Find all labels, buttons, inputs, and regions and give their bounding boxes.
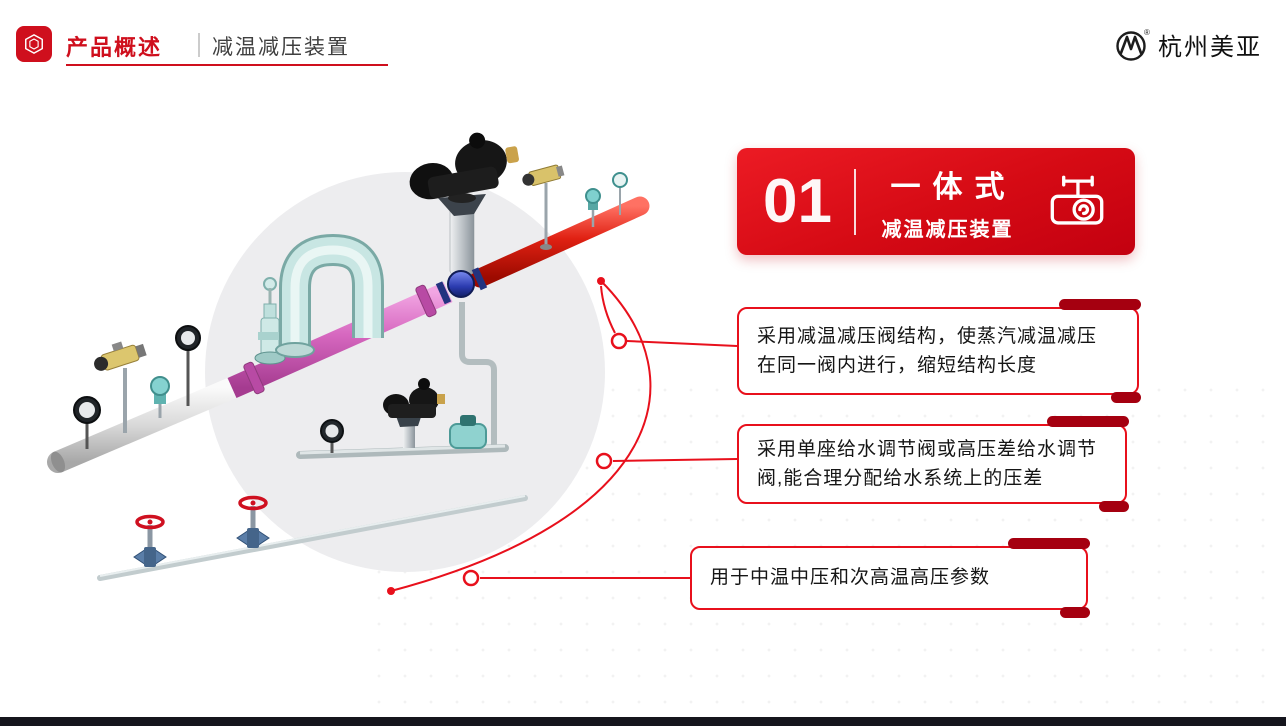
actuator — [409, 132, 519, 200]
callout-structure-text: 采用减温减压阀结构，使蒸汽减温减压 在同一阀内进行，缩短结构长度 — [757, 325, 1098, 376]
safety-valve — [254, 277, 286, 365]
bottom-bar — [0, 717, 1286, 726]
feedwater-gauge — [320, 419, 344, 453]
sensor-valve-teal — [150, 376, 170, 418]
outlet-gauge — [612, 172, 628, 215]
hand-valve-2 — [236, 495, 270, 548]
logo-text: 杭州美亚 — [1158, 33, 1262, 61]
outlet-sensor-teal — [585, 188, 601, 227]
callout-parameters: 用于中温中压和次高温高压参数 — [690, 538, 1090, 618]
banner-subtitle: 减温减压装置 — [881, 218, 1014, 241]
outlet-sensor-yellow — [522, 164, 565, 250]
page-subtitle: 减温减压装置 — [212, 36, 350, 59]
banner-title: 一体式 — [890, 170, 1017, 204]
pressure-gauge-2 — [175, 325, 201, 406]
header-divider — [198, 33, 200, 57]
banner-text: 一体式 减温减压装置 — [856, 162, 1039, 242]
page-title: 产品概述 — [66, 35, 163, 60]
feature-banner: 01 一体式 减温减压装置 — [737, 148, 1135, 255]
company-logo: ® 杭州美亚 — [1112, 24, 1262, 64]
elbow-pipe — [275, 233, 384, 358]
piping-illustration — [47, 132, 650, 581]
pressure-gauge-1 — [73, 396, 101, 449]
m-circle-icon: ® — [1116, 28, 1150, 61]
cube-icon-glyph — [25, 34, 43, 54]
banner-number: 01 — [763, 166, 832, 236]
callout-feedwater-text: 采用单座给水调节阀或高压差给水调节 阀,能合理分配给水系统上的压差 — [757, 438, 1098, 489]
callout-feedwater: 采用单座给水调节阀或高压差给水调节 阀,能合理分配给水系统上的压差 — [737, 416, 1129, 512]
callout-structure: 采用减温减压阀结构，使蒸汽减温减压 在同一阀内进行，缩短结构长度 — [737, 299, 1141, 403]
cube-icon — [16, 26, 52, 62]
logo-reg-mark: ® — [1144, 28, 1150, 37]
sensor-valve-yellow — [94, 341, 147, 433]
valve-icon — [1050, 175, 1104, 225]
callout-parameters-text: 用于中温中压和次高温高压参数 — [710, 567, 991, 589]
header-underline — [66, 64, 388, 66]
banner-divider — [853, 168, 856, 235]
hand-valve-1 — [133, 514, 167, 567]
